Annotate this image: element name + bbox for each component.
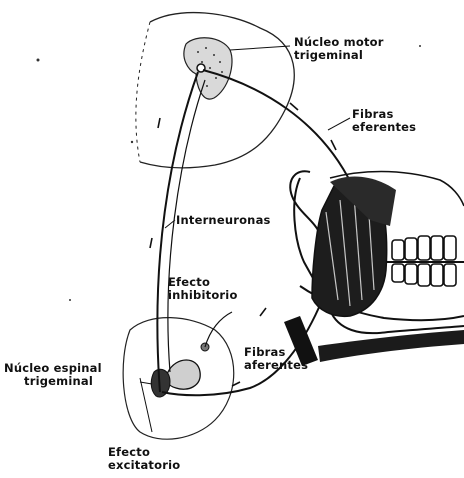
label-efecto-excitatorio: Efecto excitatorio — [108, 446, 180, 472]
interneuron-pathway — [157, 72, 198, 392]
upper-teeth — [392, 236, 456, 260]
label-nucleo-motor: Núcleo motor trigeminal — [294, 36, 384, 62]
brainstem-outline-left — [136, 22, 150, 162]
label-efecto-inhibitorio: Efecto inhibitorio — [168, 276, 238, 302]
label-fibras-eferentes: Fibras eferentes — [352, 108, 416, 134]
lower-muscle-band — [318, 330, 464, 362]
spinal-nucleus-blob — [166, 360, 200, 389]
lower-teeth — [392, 264, 456, 286]
label-fibras-aferentes: Fibras aferentes — [244, 346, 308, 372]
excitatory-pointer — [140, 378, 152, 432]
label-nucleo-espinal: Núcleo espinal trigeminal — [4, 362, 102, 388]
label-interneuronas: Interneuronas — [176, 214, 271, 227]
inhibitory-branch — [205, 312, 232, 347]
efferent-fiber-line — [203, 70, 352, 185]
